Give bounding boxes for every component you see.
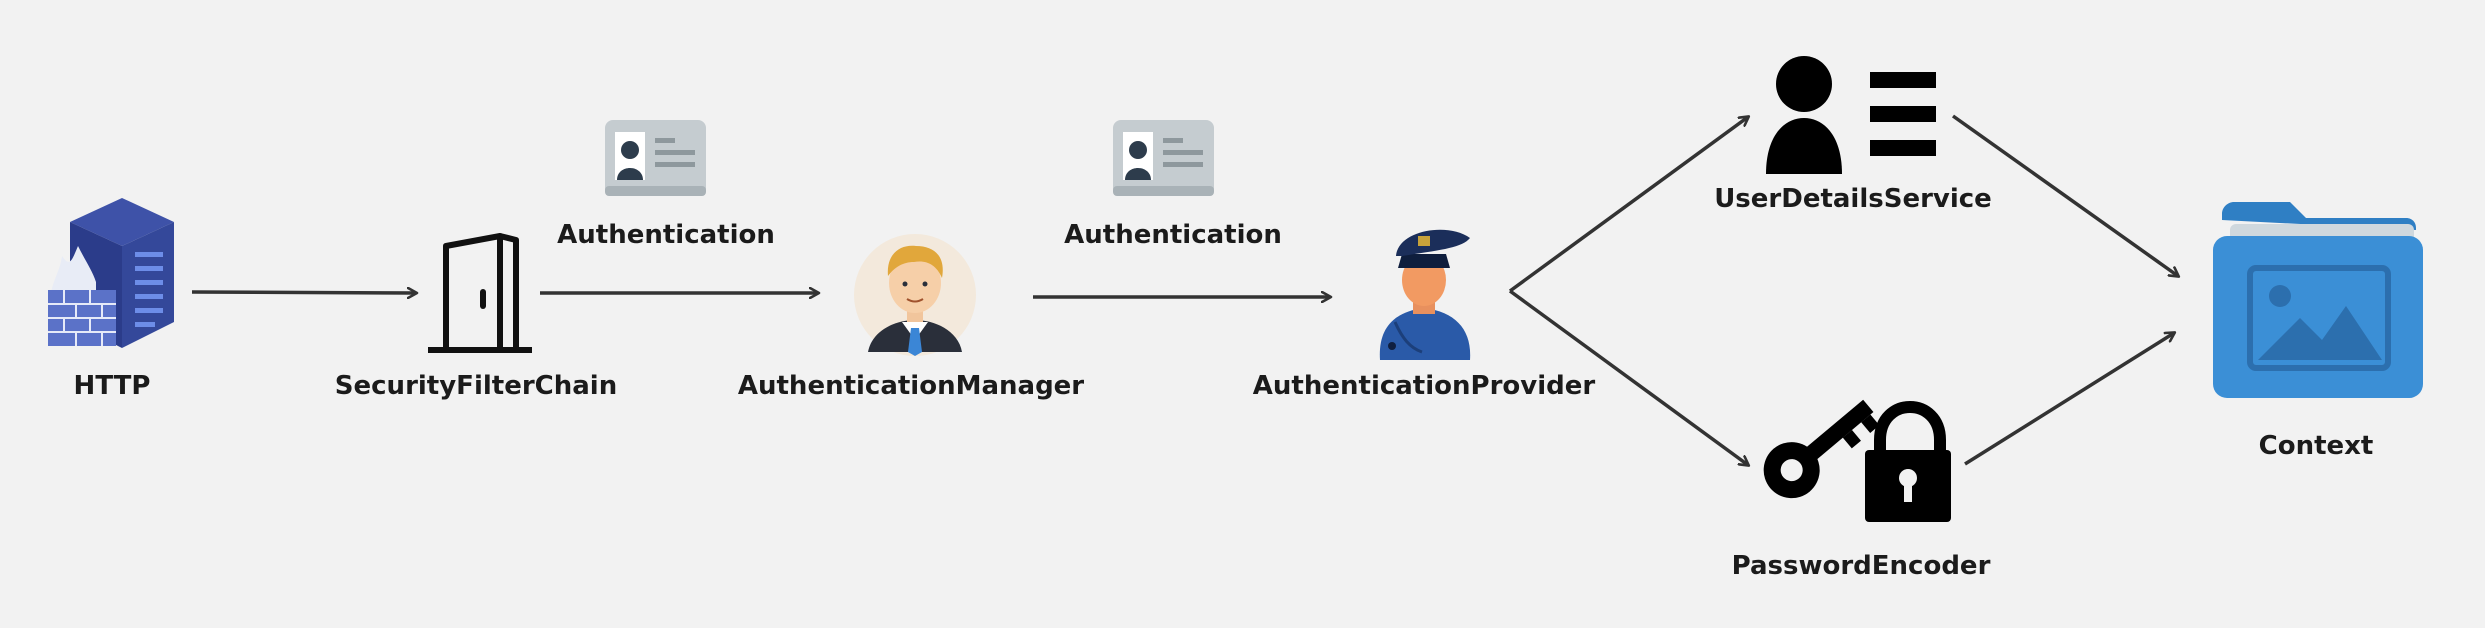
user-details-icon — [1766, 56, 1936, 174]
manager-avatar-icon — [854, 234, 976, 356]
node-label-password-encoder: PasswordEncoder — [1731, 551, 1991, 581]
edge-label-authentication-2: Authentication — [1064, 220, 1282, 250]
node-label-authentication-manager: AuthenticationManager — [737, 371, 1085, 401]
node-label-user-details-service: UserDetailsService — [1714, 184, 1992, 214]
image-folder-icon — [2213, 202, 2423, 398]
node-label-http: HTTP — [73, 371, 151, 401]
door-icon — [428, 233, 532, 353]
arrow-userdetails-to-context — [1951, 114, 2178, 276]
node-label-authentication-provider: AuthenticationProvider — [1252, 371, 1596, 401]
arrow-passwordencoder-to-context — [1964, 333, 2174, 466]
id-card-icon — [1113, 120, 1214, 196]
firewall-server-icon — [48, 198, 174, 348]
arrow-http-to-filterchain — [191, 292, 416, 293]
id-card-icon — [605, 120, 706, 196]
node-label-context: Context — [2258, 431, 2374, 461]
arrow-provider-to-userdetails — [1508, 117, 1748, 293]
police-officer-icon — [1379, 229, 1471, 360]
key-lock-icon — [1763, 399, 1951, 522]
edge-label-authentication-1: Authentication — [557, 220, 775, 250]
node-label-security-filter-chain: SecurityFilterChain — [334, 371, 618, 401]
arrow-provider-to-passwordencoder — [1508, 289, 1748, 465]
